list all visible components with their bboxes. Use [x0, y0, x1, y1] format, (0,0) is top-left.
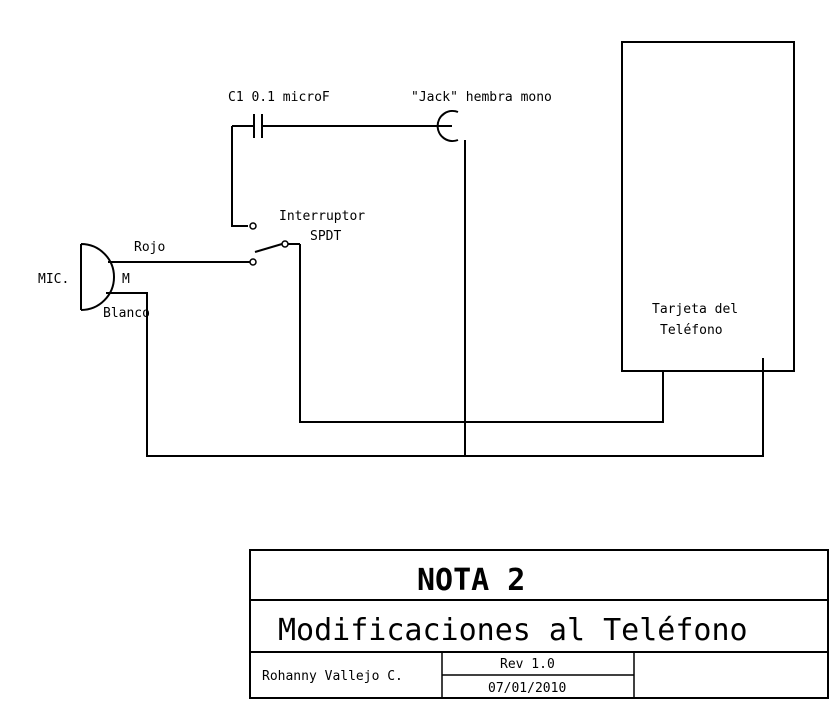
- title-block-author: Rohanny Vallejo C.: [262, 669, 403, 684]
- switch-label-line1: Interruptor: [279, 209, 365, 224]
- wire-cap-to-switch: [231, 126, 248, 227]
- title-block: [249, 549, 829, 699]
- card-label-line2: Teléfono: [660, 323, 723, 338]
- wire-red-label: Rojo: [134, 240, 165, 255]
- title-block-title: NOTA 2: [417, 563, 525, 598]
- switch-symbol: [249, 222, 300, 266]
- jack-label: "Jack" hembra mono: [411, 90, 552, 105]
- telephone-card: [621, 41, 795, 372]
- title-block-date: 07/01/2010: [488, 681, 566, 696]
- capacitor-label: C1 0.1 microF: [228, 90, 330, 105]
- microphone-symbol: [80, 243, 115, 311]
- mic-label: MIC.: [38, 272, 69, 287]
- wire-white: [106, 292, 764, 457]
- mic-pin-label: M: [122, 272, 130, 287]
- title-block-revision: Rev 1.0: [500, 657, 555, 672]
- card-label-line1: Tarjeta del: [652, 302, 738, 317]
- wire-switch-to-card: [299, 244, 664, 423]
- title-block-subtitle: Modificaciones al Teléfono: [278, 613, 748, 648]
- capacitor-symbol: [232, 114, 452, 138]
- jack-symbol: [436, 110, 459, 142]
- wire-white-label: Blanco: [103, 306, 150, 321]
- switch-label-line2: SPDT: [310, 229, 341, 244]
